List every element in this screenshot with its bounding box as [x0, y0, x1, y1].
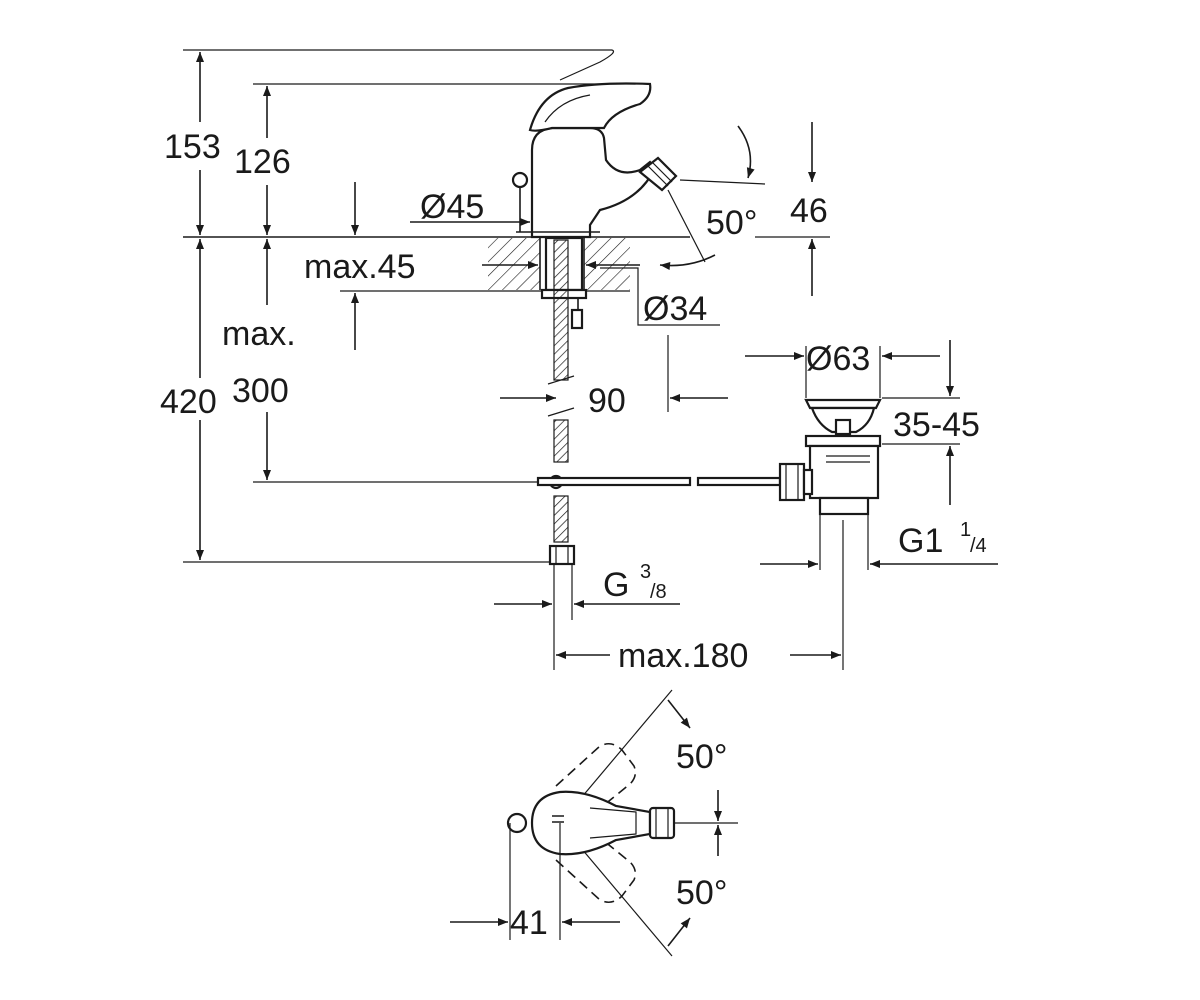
supply-hose: [547, 239, 576, 566]
waste-valve: [778, 398, 882, 670]
dimension-g-3-8: [494, 564, 680, 670]
dimension-spout-angle: [659, 125, 755, 270]
dimension-diameter-34: [482, 261, 720, 326]
label-90: 90: [588, 382, 626, 420]
label-41: 41: [510, 904, 548, 942]
label-max: max.: [222, 315, 296, 353]
label-153: 153: [164, 128, 221, 166]
extension-lines: [183, 49, 830, 563]
label-g1-numerator: 1: [960, 519, 971, 541]
dimension-90: [500, 335, 728, 412]
dimension-41: [450, 823, 620, 940]
faucet-top-view: [506, 689, 738, 957]
label-46: 46: [790, 192, 828, 230]
label-diameter-63: Ø63: [806, 340, 870, 378]
label-diameter-45: Ø45: [420, 188, 484, 226]
label-angle-50-bottom: 50°: [676, 874, 727, 912]
label-g1-denominator: /4: [970, 535, 987, 557]
label-420: 420: [160, 383, 217, 421]
label-g-denominator: /8: [650, 581, 667, 603]
dimension-diameter-63: [745, 346, 940, 398]
label-max-180: max.180: [618, 637, 748, 675]
dimension-35-45: [882, 340, 960, 505]
label-300: 300: [232, 372, 289, 410]
popup-linkage-rod: [536, 476, 782, 487]
label-max-45: max.45: [304, 248, 416, 286]
label-diameter-34: Ø34: [643, 290, 707, 328]
countertop-section: [488, 238, 630, 290]
label-g-numerator: 3: [640, 561, 651, 583]
label-g1: G1: [898, 522, 943, 560]
dimension-top-angle-50: [667, 699, 722, 947]
label-126: 126: [234, 143, 291, 181]
label-35-45: 35-45: [893, 406, 980, 444]
label-angle-50-top: 50°: [676, 738, 727, 776]
label-angle-50-side: 50°: [706, 204, 757, 242]
label-g: G: [603, 566, 629, 604]
